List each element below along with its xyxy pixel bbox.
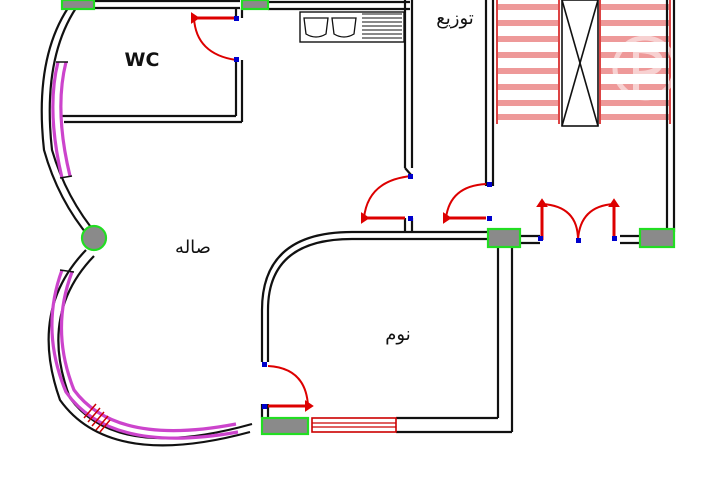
wc-door (191, 12, 237, 61)
sink-icon (299, 11, 405, 43)
room-label-distribution: توزيع (436, 8, 474, 29)
stair-treads (497, 4, 670, 120)
column-corridor (486, 227, 522, 249)
staircase (496, 0, 671, 127)
window-mullions (56, 61, 75, 273)
columns (60, 0, 676, 436)
door-hinges (234, 16, 617, 409)
column-top-left (60, 0, 96, 11)
bedroom-window (311, 417, 397, 433)
column-entry-right (638, 227, 676, 249)
column-bedroom (260, 416, 310, 436)
doors (191, 12, 620, 412)
room-label-bedroom: نوم (385, 324, 410, 345)
stair-rails (496, 0, 671, 124)
column-top-mid (240, 0, 270, 11)
walls (40, 0, 676, 447)
column-round (80, 224, 108, 252)
hatched-section (83, 403, 111, 433)
stair-well (561, 0, 599, 127)
entrance-double-door (536, 198, 620, 241)
curved-windows (50, 61, 239, 440)
room-label-hall: صاله (175, 237, 211, 258)
corridor-door-left (361, 175, 413, 224)
bedroom-door (267, 365, 314, 412)
room-label-wc: WC (125, 49, 160, 71)
room-labels: WC صاله نوم توزيع (125, 8, 474, 345)
distribution-door (443, 183, 487, 224)
